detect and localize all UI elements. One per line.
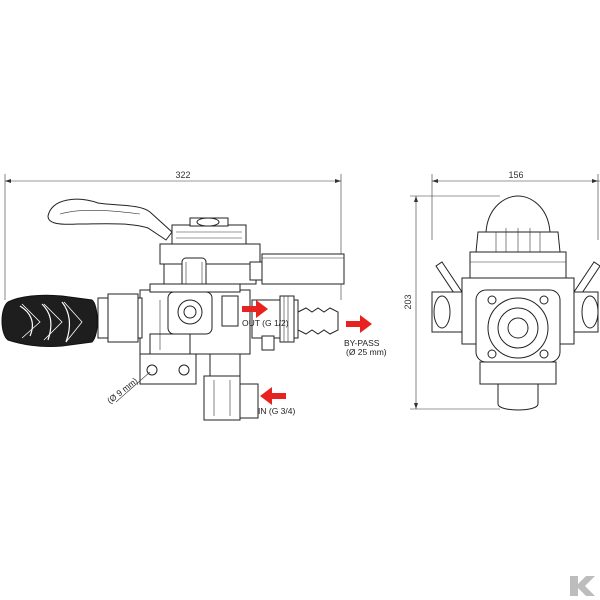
valve-cap: [171, 224, 247, 245]
dimension-156: 156: [431, 170, 600, 240]
out-arrow: [242, 300, 268, 318]
dimension-322: 322: [4, 170, 342, 300]
side-view: [1, 198, 345, 421]
dimension-203: 203: [403, 195, 500, 410]
mount-hole-label: (Ø 9 mm): [105, 375, 140, 405]
inlet-elbow: [203, 375, 241, 421]
bypass-label: BY-PASS: [344, 338, 380, 348]
lever-handle: [47, 198, 173, 241]
front-dome: [485, 195, 551, 233]
dimension-side-width: 322: [175, 170, 190, 180]
brand-logo-icon: [566, 574, 595, 596]
dimension-height: 203: [403, 294, 413, 309]
in-label: IN (G 3/4): [258, 406, 295, 416]
dimension-front-width: 156: [508, 170, 523, 180]
pressure-knob: [1, 294, 98, 347]
front-view: [431, 195, 600, 411]
bypass-size-label: (Ø 25 mm): [346, 347, 387, 357]
out-label: OUT (G 1/2): [242, 318, 289, 328]
bypass-hose-barb: [297, 307, 339, 335]
bypass-arrow: [346, 315, 372, 333]
in-arrow: [260, 387, 286, 405]
